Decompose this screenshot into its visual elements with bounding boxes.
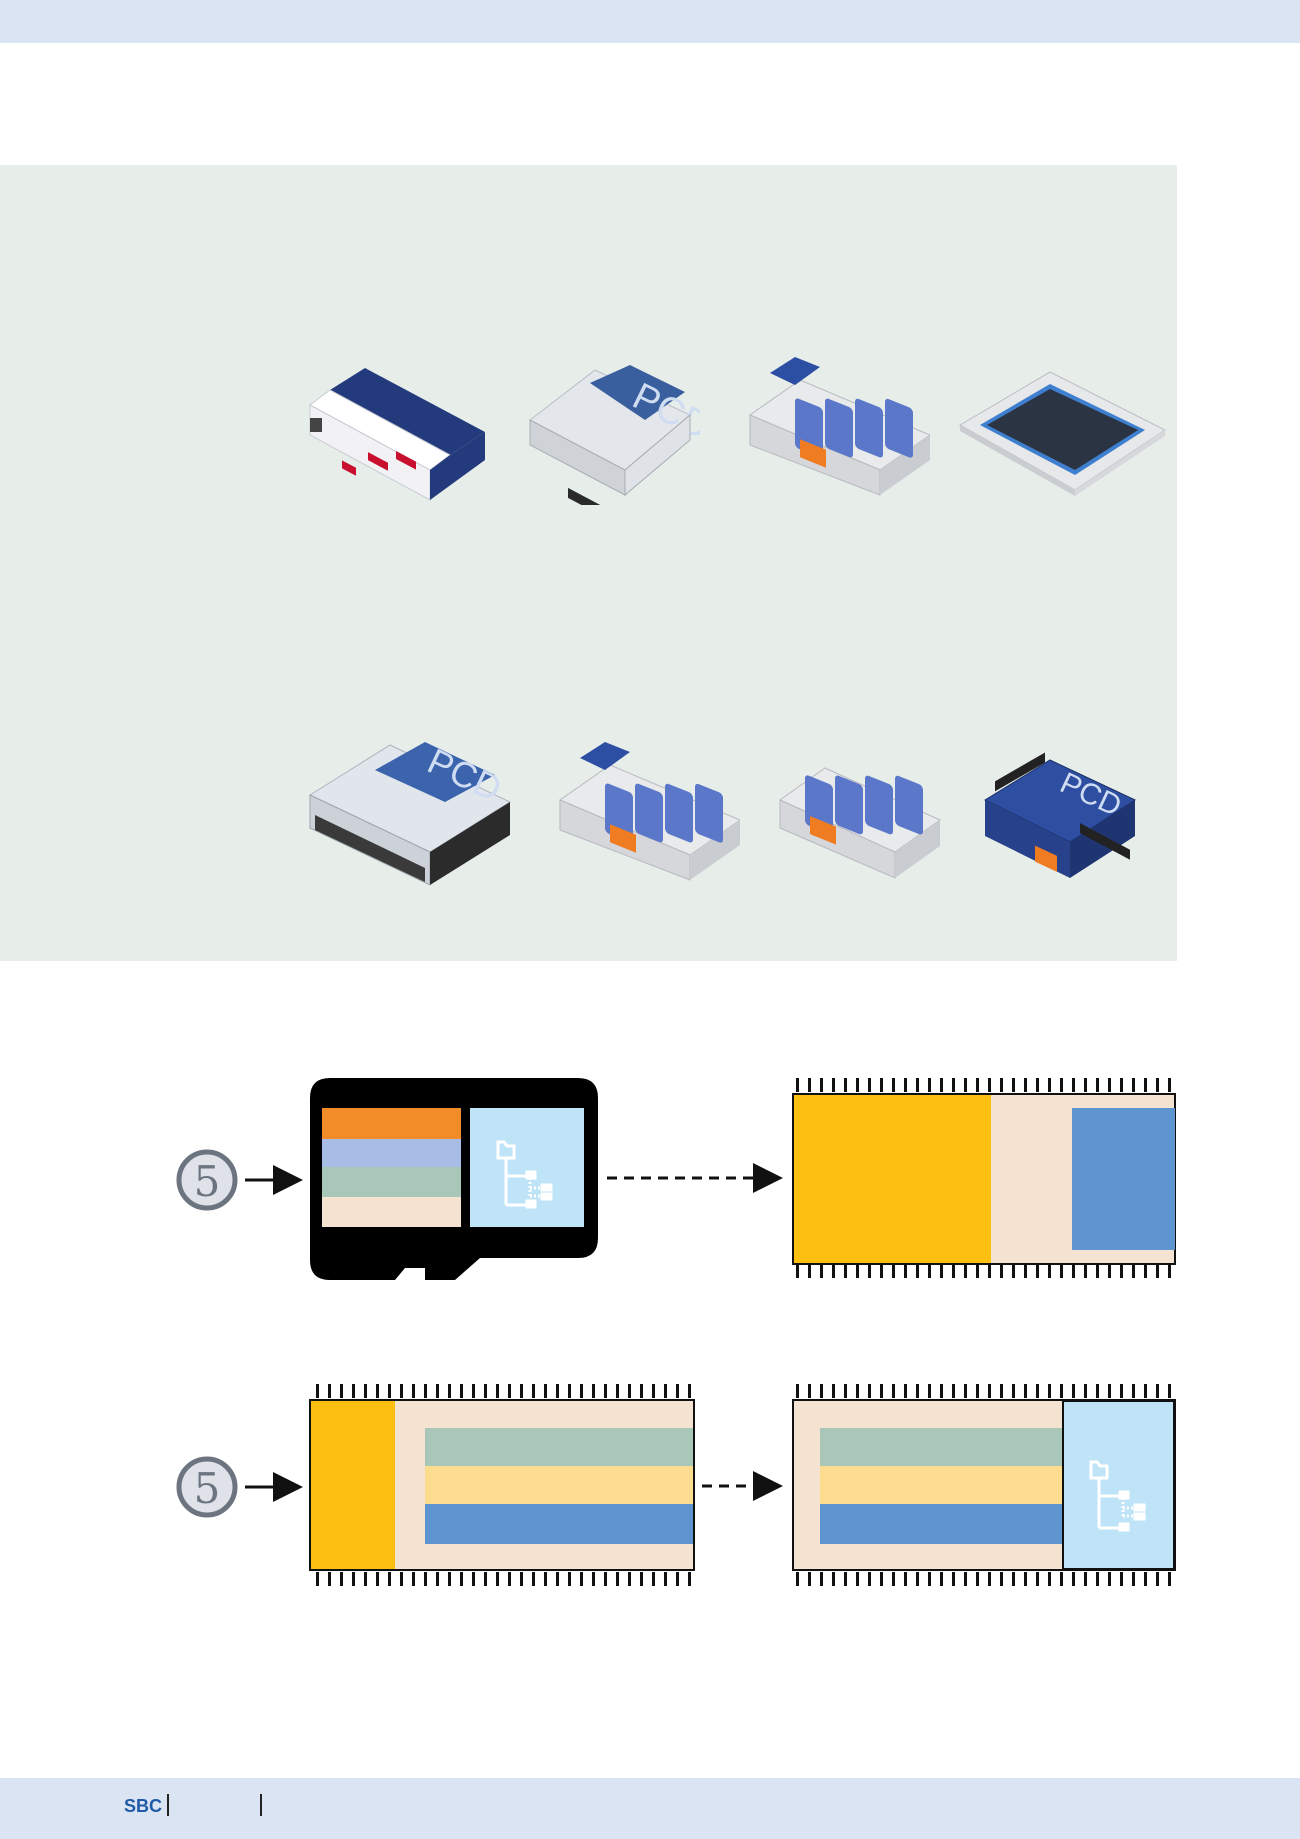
chip3-segment-pale-yellow <box>820 1466 1062 1504</box>
chip2-segment-blue <box>425 1504 693 1544</box>
step-marker-row2: 5 <box>176 1456 238 1518</box>
product-image-touch-panel <box>958 371 1166 496</box>
product-image-pcd-transparent: PCD <box>529 365 700 505</box>
file-tree-icon <box>496 1140 553 1209</box>
product-image-pcd7-compact: PCD <box>983 752 1137 878</box>
header-band <box>0 0 1300 43</box>
memory-transfer-diagram: 5 5 <box>176 1078 1176 1586</box>
product-image-pcd1-eline <box>309 368 485 501</box>
micro-sd-card <box>310 1078 598 1280</box>
product-image-pcd3-modules-1 <box>748 357 930 496</box>
sd-segment-beige <box>322 1197 461 1227</box>
footer-brand: SBC <box>124 1796 163 1816</box>
chip2-segment-green <box>425 1428 693 1466</box>
memory-chip-row1 <box>792 1078 1176 1278</box>
chip2-segment-yellow <box>311 1401 395 1569</box>
file-tree-icon-chip <box>1089 1460 1146 1532</box>
step-marker-row1: 5 <box>176 1149 238 1211</box>
footer-band: SBC <box>0 1778 1300 1839</box>
chip3-segment-green <box>820 1428 1062 1466</box>
memory-chip-row2-right <box>792 1384 1176 1586</box>
step-number-row1: 5 <box>194 1157 221 1206</box>
chip1-segment-blue <box>1072 1108 1175 1250</box>
product-image-pcd3-modules-3 <box>779 767 941 879</box>
memory-chip-row2-left <box>309 1384 695 1586</box>
footer-separator-2 <box>260 1794 262 1816</box>
sd-segment-green <box>322 1167 461 1197</box>
chip3-file-system-area <box>1062 1400 1175 1570</box>
sd-file-system-area <box>470 1108 584 1227</box>
step-number-row2: 5 <box>194 1464 221 1513</box>
sd-segment-blue <box>322 1139 461 1167</box>
chip3-segment-blue <box>820 1504 1062 1544</box>
footer-separator-1 <box>167 1794 169 1816</box>
product-image-pcd2: PCD <box>308 740 512 886</box>
product-images-panel: PCD PCD <box>0 165 1177 961</box>
chip1-segment-yellow <box>794 1095 991 1263</box>
sd-segment-orange <box>322 1108 461 1139</box>
chip2-segment-pale-yellow <box>425 1466 693 1504</box>
product-image-pcd3-modules-2 <box>558 742 740 881</box>
